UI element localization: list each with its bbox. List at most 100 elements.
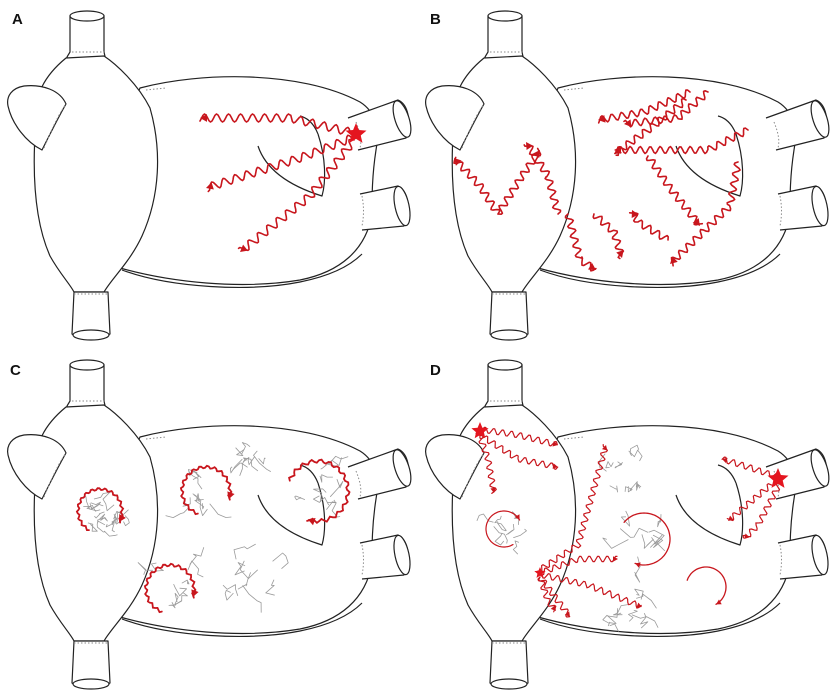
- arrow-head: [692, 218, 700, 226]
- star-icon: [534, 567, 546, 578]
- arrow-head: [514, 514, 520, 520]
- arrow-head: [240, 244, 248, 252]
- fibrosis-cluster: [476, 511, 527, 555]
- left-atrium: [118, 76, 379, 286]
- fibrosis-cluster: [222, 543, 289, 613]
- wavy-arrow-icon: [206, 134, 353, 193]
- panel-label-c: C: [10, 362, 21, 379]
- arrow-head: [744, 533, 750, 539]
- wavy-arrow-icon: [721, 456, 779, 479]
- arrow-head: [227, 491, 235, 500]
- wavy-arrow-icon: [523, 142, 562, 215]
- arrow-head: [191, 589, 199, 598]
- left-atrium: [536, 76, 797, 286]
- fibrosis-cluster: [165, 469, 232, 518]
- arrow-head: [631, 210, 639, 218]
- wavy-arrow-icon: [477, 426, 558, 447]
- panel-d: D: [418, 349, 836, 697]
- wavy-arrow-icon: [537, 444, 608, 573]
- arrow-head: [588, 263, 596, 270]
- arrow-head: [454, 158, 462, 166]
- wavy-arrow-icon: [614, 127, 749, 155]
- wavy-arrow-icon: [628, 210, 669, 241]
- arrow-head: [564, 611, 570, 617]
- arrow-head: [670, 256, 678, 264]
- panel-drawing: [7, 359, 412, 690]
- right-atrial-appendage: [7, 434, 67, 500]
- wavy-arrow-icon: [538, 576, 571, 618]
- circular-arrow-icon: [623, 512, 671, 568]
- wavy-arrow-icon: [564, 213, 597, 272]
- circular-arrow-icon: [75, 487, 126, 531]
- wavy-arrow-icon: [726, 477, 779, 522]
- panel-label-b: B: [430, 11, 441, 28]
- wavy-arrow-icon: [592, 213, 625, 260]
- wavy-arrow-icon: [541, 573, 642, 609]
- wavy-arrow-icon: [453, 156, 501, 215]
- fibrosis-cluster: [602, 588, 659, 632]
- heart-outline: [7, 10, 412, 341]
- fibrosis-cluster: [599, 444, 643, 493]
- arrow-head: [550, 605, 556, 611]
- arrow-head: [636, 602, 642, 608]
- arrow-head: [716, 599, 722, 605]
- right-atrial-appendage: [425, 434, 485, 500]
- arrow-head: [200, 114, 207, 122]
- arrow-head: [614, 146, 621, 154]
- arrow-head: [598, 115, 606, 123]
- left-atrial-appendage: [257, 133, 326, 197]
- wavy-arrow-icon: [597, 89, 691, 124]
- wavy-arrow-icon: [742, 482, 781, 539]
- wavy-arrow-icon: [237, 138, 355, 252]
- panel-b: B: [418, 0, 836, 348]
- heart-outline: [7, 359, 412, 690]
- arrow-head: [624, 119, 632, 128]
- panel-label-d: D: [430, 362, 441, 379]
- left-atrial-appendage: [675, 133, 744, 197]
- arrow-head: [616, 250, 624, 258]
- panel-drawing: [7, 10, 412, 341]
- right-atrial-appendage: [425, 85, 485, 151]
- arrow-head: [526, 142, 534, 150]
- fibrosis-cluster: [230, 442, 271, 476]
- star-icon: [471, 422, 489, 439]
- star-icon: [767, 468, 789, 488]
- circular-arrow-icon: [143, 562, 199, 614]
- arrow-head: [722, 457, 728, 464]
- panel-drawing: [425, 359, 830, 690]
- arrow-head: [119, 514, 126, 522]
- wavy-arrow-icon: [623, 90, 709, 128]
- arrow-head: [552, 441, 558, 447]
- fibrosis-cluster: [86, 503, 130, 537]
- arrow-head: [206, 182, 214, 190]
- panel-a: A: [0, 0, 418, 348]
- right-atrial-appendage: [7, 85, 67, 151]
- circular-arrow-icon: [485, 510, 521, 548]
- arrow-head: [307, 517, 316, 526]
- arrow-head: [613, 556, 618, 562]
- wavy-arrow-icon: [479, 434, 559, 470]
- wavy-arrow-icon: [670, 161, 741, 267]
- arrow-head: [635, 562, 641, 568]
- circular-arrow-icon: [179, 464, 235, 516]
- wavy-arrow-icon: [539, 555, 618, 576]
- wavy-arrow-icon: [475, 430, 497, 494]
- wavy-arrow-icon: [645, 155, 704, 226]
- star-icon: [345, 123, 367, 143]
- heart-outline: [425, 10, 830, 341]
- arrow-head: [552, 463, 558, 469]
- fibrosis-cluster: [602, 510, 666, 583]
- wavy-arrow-icon: [199, 113, 351, 135]
- panel-c: C: [0, 349, 418, 697]
- arrow-head: [490, 487, 496, 493]
- arrow-head: [602, 445, 608, 451]
- left-atrial-appendage: [257, 482, 326, 546]
- panel-drawing: [425, 10, 830, 341]
- left-atrium: [118, 425, 379, 635]
- fibrosis-cluster: [83, 491, 129, 533]
- circular-arrow-icon: [288, 458, 351, 526]
- arrow-head: [728, 515, 734, 521]
- wavy-arrow-icon: [537, 576, 557, 613]
- panel-label-a: A: [12, 11, 23, 28]
